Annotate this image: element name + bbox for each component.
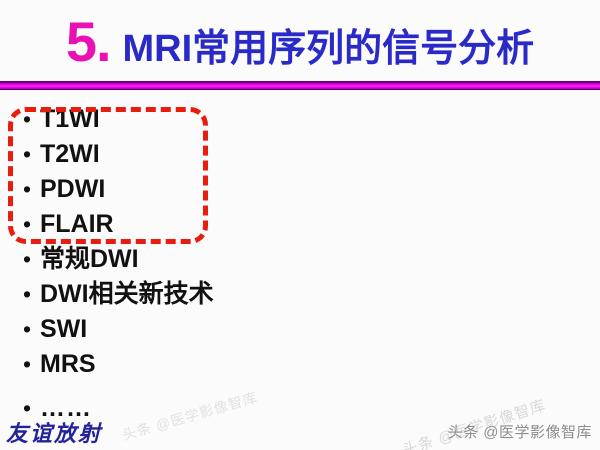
list-item-label: SWI xyxy=(40,315,88,343)
bullet-dot-icon: • xyxy=(23,176,32,202)
corner-watermark: 头条 @医学影像智库 xyxy=(447,424,592,441)
title-number: 5. xyxy=(65,10,112,73)
page-title: 5. MRI常用序列的信号分析 xyxy=(0,14,600,76)
list-item-label: 常规DWI xyxy=(40,245,139,273)
list-item-label: DWI相关新技术 xyxy=(40,280,214,308)
bullet-list: • T1WI • T2WI • PDWI • FLAIR • 常规DWI • D… xyxy=(18,104,578,428)
bullet-dot-icon: • xyxy=(23,395,32,421)
list-item-label: T1WI xyxy=(40,105,100,133)
title-divider-bar xyxy=(0,81,600,90)
brand-mark: 友谊放射 xyxy=(6,421,103,446)
bullet-dot-icon: • xyxy=(23,141,32,167)
list-item: • T1WI xyxy=(18,104,578,139)
list-item: • FLAIR xyxy=(18,209,578,244)
list-item: • 常规DWI xyxy=(18,244,578,279)
bullet-dot-icon: • xyxy=(23,351,32,377)
title-main-text: MRI常用序列的信号分析 xyxy=(122,28,535,70)
list-item-label: FLAIR xyxy=(40,210,114,238)
bullet-dot-icon: • xyxy=(23,246,32,272)
list-item: • MRS xyxy=(18,349,578,384)
list-item: • DWI相关新技术 xyxy=(18,279,578,314)
list-item-label: PDWI xyxy=(40,175,106,203)
list-item: • PDWI xyxy=(18,174,578,209)
bullet-dot-icon: • xyxy=(23,211,32,237)
list-item-label: T2WI xyxy=(40,140,100,168)
list-item-label: MRS xyxy=(40,350,96,378)
list-item-label: …… xyxy=(40,394,92,422)
bullet-dot-icon: • xyxy=(23,106,32,132)
bullet-dot-icon: • xyxy=(23,316,32,342)
list-item: • …… xyxy=(18,393,578,428)
bullet-dot-icon: • xyxy=(23,281,32,307)
list-item: • SWI xyxy=(18,314,578,349)
list-item: • T2WI xyxy=(18,139,578,174)
